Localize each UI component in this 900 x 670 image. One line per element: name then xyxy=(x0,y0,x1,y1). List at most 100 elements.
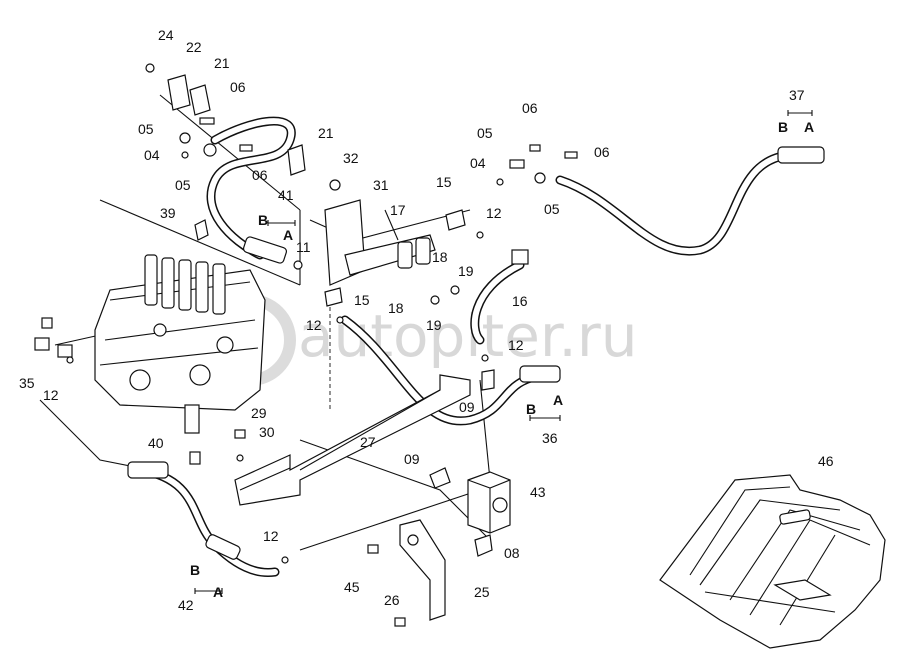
bolt-45 xyxy=(367,544,379,554)
part-label-05d: 05 xyxy=(544,201,560,217)
part-label-12c: 12 xyxy=(508,337,524,353)
part-label-17a: 17 xyxy=(390,202,406,218)
clamp-21a xyxy=(189,84,211,116)
part-label-05b: 05 xyxy=(175,177,191,193)
mat-emblem xyxy=(779,509,811,525)
bolt-06b xyxy=(239,144,253,152)
part-label-06a: 06 xyxy=(230,79,246,95)
part-label-19a: 19 xyxy=(458,263,474,279)
fitting-16-end xyxy=(511,249,529,265)
part-label-40a: 40 xyxy=(148,435,164,451)
part-label-22a: 22 xyxy=(186,39,202,55)
part-label-30a: 30 xyxy=(259,424,275,440)
fitting-15b xyxy=(324,287,343,307)
part-label-42a: 42 xyxy=(178,597,194,613)
part-label-41A: A xyxy=(283,227,293,243)
part-label-18b: 18 xyxy=(388,300,404,316)
oring-12d xyxy=(66,356,74,364)
mat-pedal-area xyxy=(773,579,832,601)
plug-top-left xyxy=(41,317,53,329)
hose-41-fitting xyxy=(242,236,288,264)
part-label-16a: 16 xyxy=(512,293,528,309)
part-label-24a: 24 xyxy=(158,27,174,43)
fitting-35 xyxy=(34,337,50,351)
fitting-05d xyxy=(534,172,546,184)
bracket-25 xyxy=(399,519,446,621)
guide-line-valve xyxy=(99,199,301,286)
bolt-06c xyxy=(529,144,541,152)
bracket-36-BA xyxy=(529,415,561,421)
clamp-18a xyxy=(397,241,413,269)
watermark-text: autopiter.ru xyxy=(298,302,637,370)
part-label-37A: A xyxy=(804,119,814,135)
fitting-39 xyxy=(194,219,209,241)
part-label-26a: 26 xyxy=(384,592,400,608)
part-label-21b: 21 xyxy=(318,125,334,141)
part-label-35a: 35 xyxy=(19,375,35,391)
guide-line-35 xyxy=(54,334,101,346)
part-label-41a: 41 xyxy=(278,187,294,203)
bolt-19a xyxy=(450,285,460,295)
hose-42-fitting-b xyxy=(127,461,169,479)
part-label-21a: 21 xyxy=(214,55,230,71)
part-label-36A: A xyxy=(553,392,563,408)
part-label-42A: A xyxy=(213,584,223,600)
control-valve-assembly xyxy=(34,254,266,434)
part-label-45a: 45 xyxy=(344,579,360,595)
hose-36-fitting xyxy=(519,365,561,383)
fitting-15a xyxy=(445,209,466,231)
part-label-15b: 15 xyxy=(354,292,370,308)
fitting-09a xyxy=(481,369,495,391)
part-label-39a: 39 xyxy=(160,205,176,221)
part-label-43a: 43 xyxy=(530,484,546,500)
fitting-05b xyxy=(203,143,217,157)
hoses xyxy=(127,116,825,578)
fitting-05a xyxy=(179,132,191,144)
part-label-37B: B xyxy=(778,119,788,135)
oring-04b xyxy=(496,178,504,186)
fitting-35b xyxy=(57,344,73,358)
guide-line-top xyxy=(159,94,301,211)
part-label-09a: 09 xyxy=(459,399,475,415)
oring-04a xyxy=(181,151,189,159)
part-label-09b: 09 xyxy=(404,451,420,467)
clamp-18b xyxy=(415,237,431,265)
part-label-11a: 11 xyxy=(296,239,311,255)
small-fittings xyxy=(66,63,578,627)
part-label-04b: 04 xyxy=(470,155,486,171)
clamp-22 xyxy=(167,74,191,111)
bolt-32 xyxy=(329,179,341,191)
frame-27 xyxy=(234,374,471,506)
part-label-42B: B xyxy=(190,562,200,578)
guide-line-12 xyxy=(299,489,481,551)
bracket-37-BA xyxy=(787,110,813,116)
part-label-29a: 29 xyxy=(251,405,267,421)
part-label-12b: 12 xyxy=(306,317,322,333)
part-label-12d: 12 xyxy=(43,387,59,403)
bolt-06a xyxy=(199,117,215,125)
hose-37-fitting xyxy=(777,146,825,164)
valve-spool-end xyxy=(184,404,200,434)
bolt-19b xyxy=(430,295,440,305)
oring-12c xyxy=(481,354,489,362)
watermark: autopiter.ru xyxy=(204,294,637,386)
part-label-06d: 06 xyxy=(594,144,610,160)
block-43 xyxy=(467,471,511,534)
part-label-12a: 12 xyxy=(486,205,502,221)
part-label-31a: 31 xyxy=(373,177,389,193)
part-label-46a: 46 xyxy=(818,453,834,469)
part-label-06c: 06 xyxy=(522,100,538,116)
part-label-15a: 15 xyxy=(436,174,452,190)
bolt-29 xyxy=(234,429,246,439)
guide-line-09 xyxy=(479,379,491,481)
floor-mat-46 xyxy=(659,474,886,649)
guide-line-12-left xyxy=(39,399,151,471)
part-label-06b: 06 xyxy=(252,167,268,183)
part-label-37a: 37 xyxy=(789,87,805,103)
part-label-12e: 12 xyxy=(263,528,279,544)
part-label-18a: 18 xyxy=(432,249,448,265)
hose-42-fitting-a xyxy=(205,534,241,560)
oring-12a xyxy=(476,231,484,239)
